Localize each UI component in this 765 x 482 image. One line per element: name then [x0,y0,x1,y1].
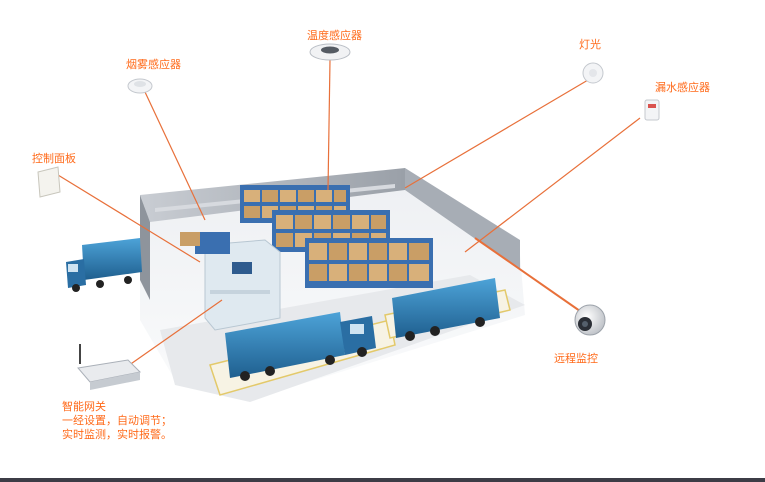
connector-smoke-sensor [144,91,206,221]
smart-gateway-icon [77,344,142,390]
connector-remote-monitor [474,237,591,319]
control-panel-icon [37,166,61,198]
security-camera-icon [574,304,606,336]
gateway-title: 智能网关 [62,400,106,413]
temperature-sensor-icon [309,43,351,61]
truck-right [392,278,500,341]
connector-lines [57,59,641,369]
rack-3 [305,238,433,288]
remote-monitor-label: 远程监控 [554,352,598,365]
temp-sensor-label: 温度感应器 [307,29,362,42]
gateway-label: 智能网关 一经设置，自动调节； 实时监测，实时报警。 [62,400,172,442]
light-bulb-icon [582,62,604,84]
gateway-desc-line1: 一经设置，自动调节； [62,414,172,427]
connector-leak-sensor [464,117,641,253]
truck-left [66,238,142,292]
control-panel-label: 控制面板 [32,152,76,165]
light-label: 灯光 [579,38,601,51]
truck-center [225,312,376,381]
connector-control-panel [57,174,201,263]
office-room [180,232,281,331]
smoke-detector-icon [127,78,153,94]
storage-racks [240,185,433,288]
connector-light [404,79,589,189]
gateway-desc-line2: 实时监测，实时报警。 [62,428,172,441]
connector-gateway [124,299,223,369]
leak-sensor-label: 漏水感应器 [655,81,710,94]
bottom-border [0,478,765,482]
water-leak-sensor-icon [644,99,660,121]
connector-temp-sensor [327,59,331,191]
smoke-sensor-label: 烟雾感应器 [126,58,181,71]
rack-2 [272,210,390,252]
